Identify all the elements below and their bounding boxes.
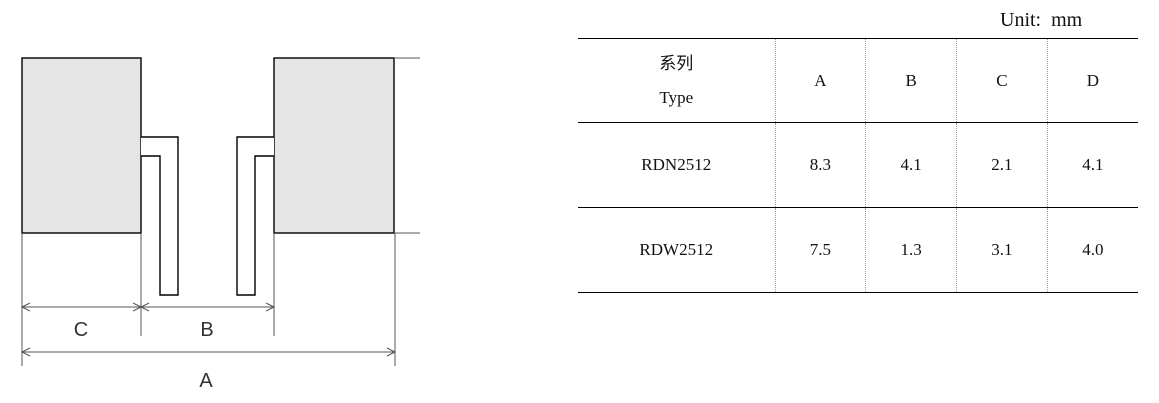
dimension-label-a: A [199,370,213,392]
table-row: RDW2512 7.5 1.3 3.1 4.0 [578,207,1138,293]
value-cell-b: 1.3 [865,207,957,293]
column-header-a: A [774,38,866,123]
column-header-c: C [956,38,1048,123]
right-pad [273,57,395,234]
dimension-label-c: C [74,319,88,341]
type-header-cn: 系列 [659,53,694,73]
right-terminal [236,136,274,296]
column-header-b: B [865,38,957,123]
dimension-diagram: C B A D [20,57,420,392]
value-cell-d: 4.1 [1046,122,1138,208]
value-cell-d: 4.0 [1046,207,1138,293]
type-cell: RDN2512 [578,122,775,208]
type-header-en: Type [659,87,694,107]
value-cell-a: 7.5 [774,207,866,293]
column-header-d: D [1046,38,1138,123]
type-cell: RDW2512 [578,207,775,293]
table-header-row: 系列 Type A B C D [578,38,1138,123]
value-cell-a: 8.3 [774,122,866,208]
value-cell-c: 2.1 [956,122,1048,208]
value-cell-c: 3.1 [956,207,1048,293]
left-terminal [141,136,179,296]
unit-label: Unit: mm [1000,9,1083,31]
spec-table: 系列 Type A B C D RDN2512 8.3 4.1 2.1 4.1 … [578,38,1138,293]
table-row: RDN2512 8.3 4.1 2.1 4.1 [578,122,1138,208]
left-pad [21,57,142,234]
value-cell-b: 4.1 [865,122,957,208]
dimension-label-b: B [200,319,213,341]
type-header: 系列 Type [578,38,775,123]
